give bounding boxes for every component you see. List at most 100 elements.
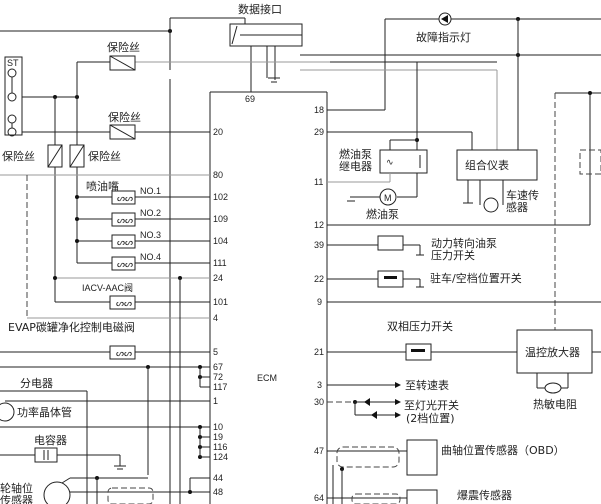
labels-speed-sensor-2: 感器: [506, 201, 528, 214]
thermo-control-amplifier: 温控放大器 热敏电阻: [516, 329, 601, 411]
combination-meter: 组合仪表 车速传 感器: [456, 149, 539, 214]
pins-left-16: 116: [213, 442, 227, 452]
malfunction-indicator-lamp: 故障指示灯: [327, 12, 601, 150]
power-steering-pressure-switch: 动力转向油泵 压力开关: [327, 235, 497, 262]
injector-1: ᔕᔕ NO.1: [75, 186, 210, 205]
svg-text:ᔕᔕ: ᔕᔕ: [116, 298, 132, 308]
ignition-switch: ST: [4, 56, 23, 137]
labels-speed-sensor-1: 车速传: [506, 188, 539, 202]
pins-right-5: 22: [314, 274, 324, 284]
labels-evap: EVAP碳罐净化控制电磁阀: [8, 320, 135, 334]
labels-fuel-pump-relay-2: 继电器: [339, 160, 372, 173]
pins-right-4: 39: [314, 240, 324, 250]
labels-no4: NO.4: [140, 252, 161, 262]
pins-left-2: 102: [213, 192, 228, 202]
pins-right-1: 29: [314, 127, 324, 137]
injector-label: 喷油嘴: [86, 179, 119, 193]
labels-mil: 故障指示灯: [416, 30, 471, 44]
labels-thermistor: 热敏电阻: [533, 397, 577, 411]
labels-fuse-top: 保险丝: [107, 40, 140, 54]
labels-to-tach: 至转速表: [405, 378, 449, 392]
labels-to-light-1: 至灯光开关: [404, 398, 459, 412]
pins-left-19: 48: [213, 487, 223, 497]
tachometer-output: 至转速表: [327, 378, 449, 392]
pins-left-12: 117: [213, 382, 227, 392]
labels-thermo-amp: 温控放大器: [525, 345, 580, 359]
park-neutral-switch: 驻车/空档位置开关: [327, 270, 522, 288]
fuel-pump-relay: ∿ 燃油泵 继电器: [327, 62, 428, 197]
data-port: 数据接口 69: [229, 2, 303, 104]
labels-distributor: 分电器: [20, 377, 53, 390]
pins-left-7: 101: [213, 297, 228, 307]
labels-ps-switch-2: 压力开关: [431, 248, 475, 262]
pins-left-10: 67: [213, 362, 223, 372]
labels-no2: NO.2: [140, 208, 161, 218]
fuse-top: 保险丝: [107, 40, 140, 71]
pins-left-5: 111: [213, 258, 227, 268]
labels-fuel-pump: 燃油泵: [366, 207, 399, 221]
svg-text:ᔕᔕ: ᔕᔕ: [117, 215, 133, 225]
data-port-label: 数据接口: [238, 2, 282, 16]
pins-left-13: 1: [213, 396, 218, 406]
dual-pressure-switch: 双相压力开关: [327, 319, 517, 361]
labels-cam-sensor-1: 轮轴位: [0, 481, 33, 495]
pins-right-8: 3: [317, 380, 322, 390]
pins-left-1: 80: [213, 170, 223, 180]
labels-fuse-mid: 保险丝: [108, 110, 141, 124]
knock-sensor: 爆震传感器: [327, 488, 512, 504]
light-switch-output: 至灯光开关 (2档位置): [327, 398, 459, 425]
pins-right-10: 47: [314, 446, 324, 456]
pins-left-14: 10: [213, 422, 223, 432]
labels-motor: M: [384, 193, 392, 203]
svg-text:ᔕᔕ: ᔕᔕ: [116, 348, 132, 358]
evap-solenoid: EVAP碳罐净化控制电磁阀 ᔕᔕ: [0, 320, 210, 360]
pin-69: 69: [245, 94, 255, 104]
ecm-unit: ECM: [209, 91, 328, 504]
svg-text:ᔕᔕ: ᔕᔕ: [117, 237, 133, 247]
right-pin-labels: 18 29 11 12 39 22 9 21 3 30 47 64: [314, 105, 324, 503]
injector-4: ᔕᔕ NO.4: [77, 252, 210, 271]
labels-no1: NO.1: [140, 186, 161, 196]
labels-park-neutral: 驻车/空档位置开关: [430, 271, 522, 285]
labels-ps-switch-1: 动力转向油泵: [431, 236, 497, 250]
pins-left-4: 104: [213, 236, 228, 246]
distributor: 分电器 功率晶体管 电容器: [0, 377, 210, 504]
injector-3: ᔕᔕ NO.3: [75, 230, 210, 249]
pins-left-15: 19: [213, 432, 223, 442]
labels-capacitor: 电容器: [34, 433, 67, 447]
pins-right-7: 21: [314, 347, 324, 357]
pins-right-0: 18: [314, 105, 324, 115]
svg-text:ᔕᔕ: ᔕᔕ: [117, 259, 133, 269]
pins-left-6: 24: [213, 273, 223, 283]
labels-no3: NO.3: [140, 230, 161, 240]
pins-left-3: 109: [213, 214, 228, 224]
labels-fuse-right: 保险丝: [88, 149, 121, 163]
ignition-label: ST: [7, 58, 19, 68]
svg-text:ᔕᔕ: ᔕᔕ: [117, 193, 133, 203]
pins-left-8: 4: [213, 313, 218, 323]
pins-left-17: 124: [213, 452, 228, 462]
pins-left-9: 5: [213, 347, 218, 357]
pins-right-11: 64: [314, 493, 324, 503]
pins-right-2: 11: [314, 177, 323, 187]
cam-position-sensor: 轮轴位 传感器: [0, 476, 210, 504]
crankshaft-position-sensor: 曲轴位置传感器（OBD）: [327, 439, 565, 504]
pins-left-0: 20: [213, 127, 223, 137]
pins-right-6: 9: [317, 297, 322, 307]
labels-fuse-left: 保险丝: [2, 149, 35, 163]
labels-combo-meter: 组合仪表: [465, 158, 509, 172]
labels-crank-sensor: 曲轴位置传感器（OBD）: [441, 443, 565, 457]
fuel-pump-motor: M 燃油泵: [347, 188, 417, 221]
labels-iacv: IACV-AAC阀: [82, 283, 133, 293]
fuse-mid: 保险丝: [108, 110, 141, 140]
svg-text:∿: ∿: [386, 157, 394, 167]
pins-right-9: 30: [314, 397, 324, 407]
left-pin-labels: 20 80 102 109 104 111 24 101 4 5 67 72 1…: [213, 127, 228, 497]
injector-2: ᔕᔕ NO.2: [75, 208, 210, 227]
labels-cam-sensor-2: 传感器: [0, 494, 33, 504]
labels-to-light-2: (2档位置): [406, 411, 455, 425]
fuse-left: 保险丝: [2, 144, 63, 168]
labels-knock-sensor: 爆震传感器: [457, 488, 512, 502]
ecm-label: ECM: [257, 373, 277, 383]
